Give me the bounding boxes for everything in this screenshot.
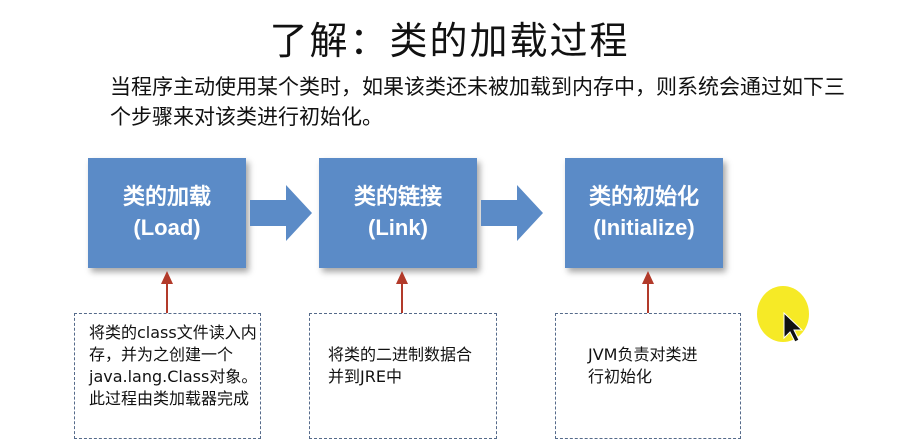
flow-arrow-1-icon	[250, 185, 312, 241]
flow-arrow-2-icon	[481, 185, 543, 241]
pointer-highlight	[757, 286, 809, 342]
stage-link-box: 类的链接 (Link)	[319, 158, 477, 268]
page-title: 了解：类的加载过程	[269, 19, 630, 63]
note-initialize: JVM负责对类进行初始化	[555, 313, 741, 439]
stage-initialize-title: 类的初始化	[588, 185, 699, 210]
intro-text: 当程序主动使用某个类时，如果该类还未被加载到内存中，则系统会通过如下三个步骤来对…	[110, 75, 845, 129]
stage-initialize-box: 类的初始化 (Initialize)	[565, 158, 723, 268]
stage-link-title: 类的链接	[353, 185, 442, 210]
stage-link-subtitle: (Link)	[368, 215, 428, 240]
note-load: 将类的class文件读入内存，并为之创建一个java.lang.Class对象。…	[74, 313, 261, 439]
stage-load-box: 类的加载 (Load)	[88, 158, 246, 268]
stage-load-title: 类的加载	[122, 185, 211, 210]
cursor-arrow-icon	[783, 311, 804, 343]
connector-link-icon	[396, 271, 408, 313]
stage-initialize-subtitle: (Initialize)	[593, 215, 695, 240]
stage-load-subtitle: (Load)	[133, 215, 201, 240]
connector-initialize-icon	[642, 271, 654, 313]
note-link: 将类的二进制数据合并到JRE中	[309, 313, 497, 439]
connector-load-icon	[161, 271, 173, 313]
